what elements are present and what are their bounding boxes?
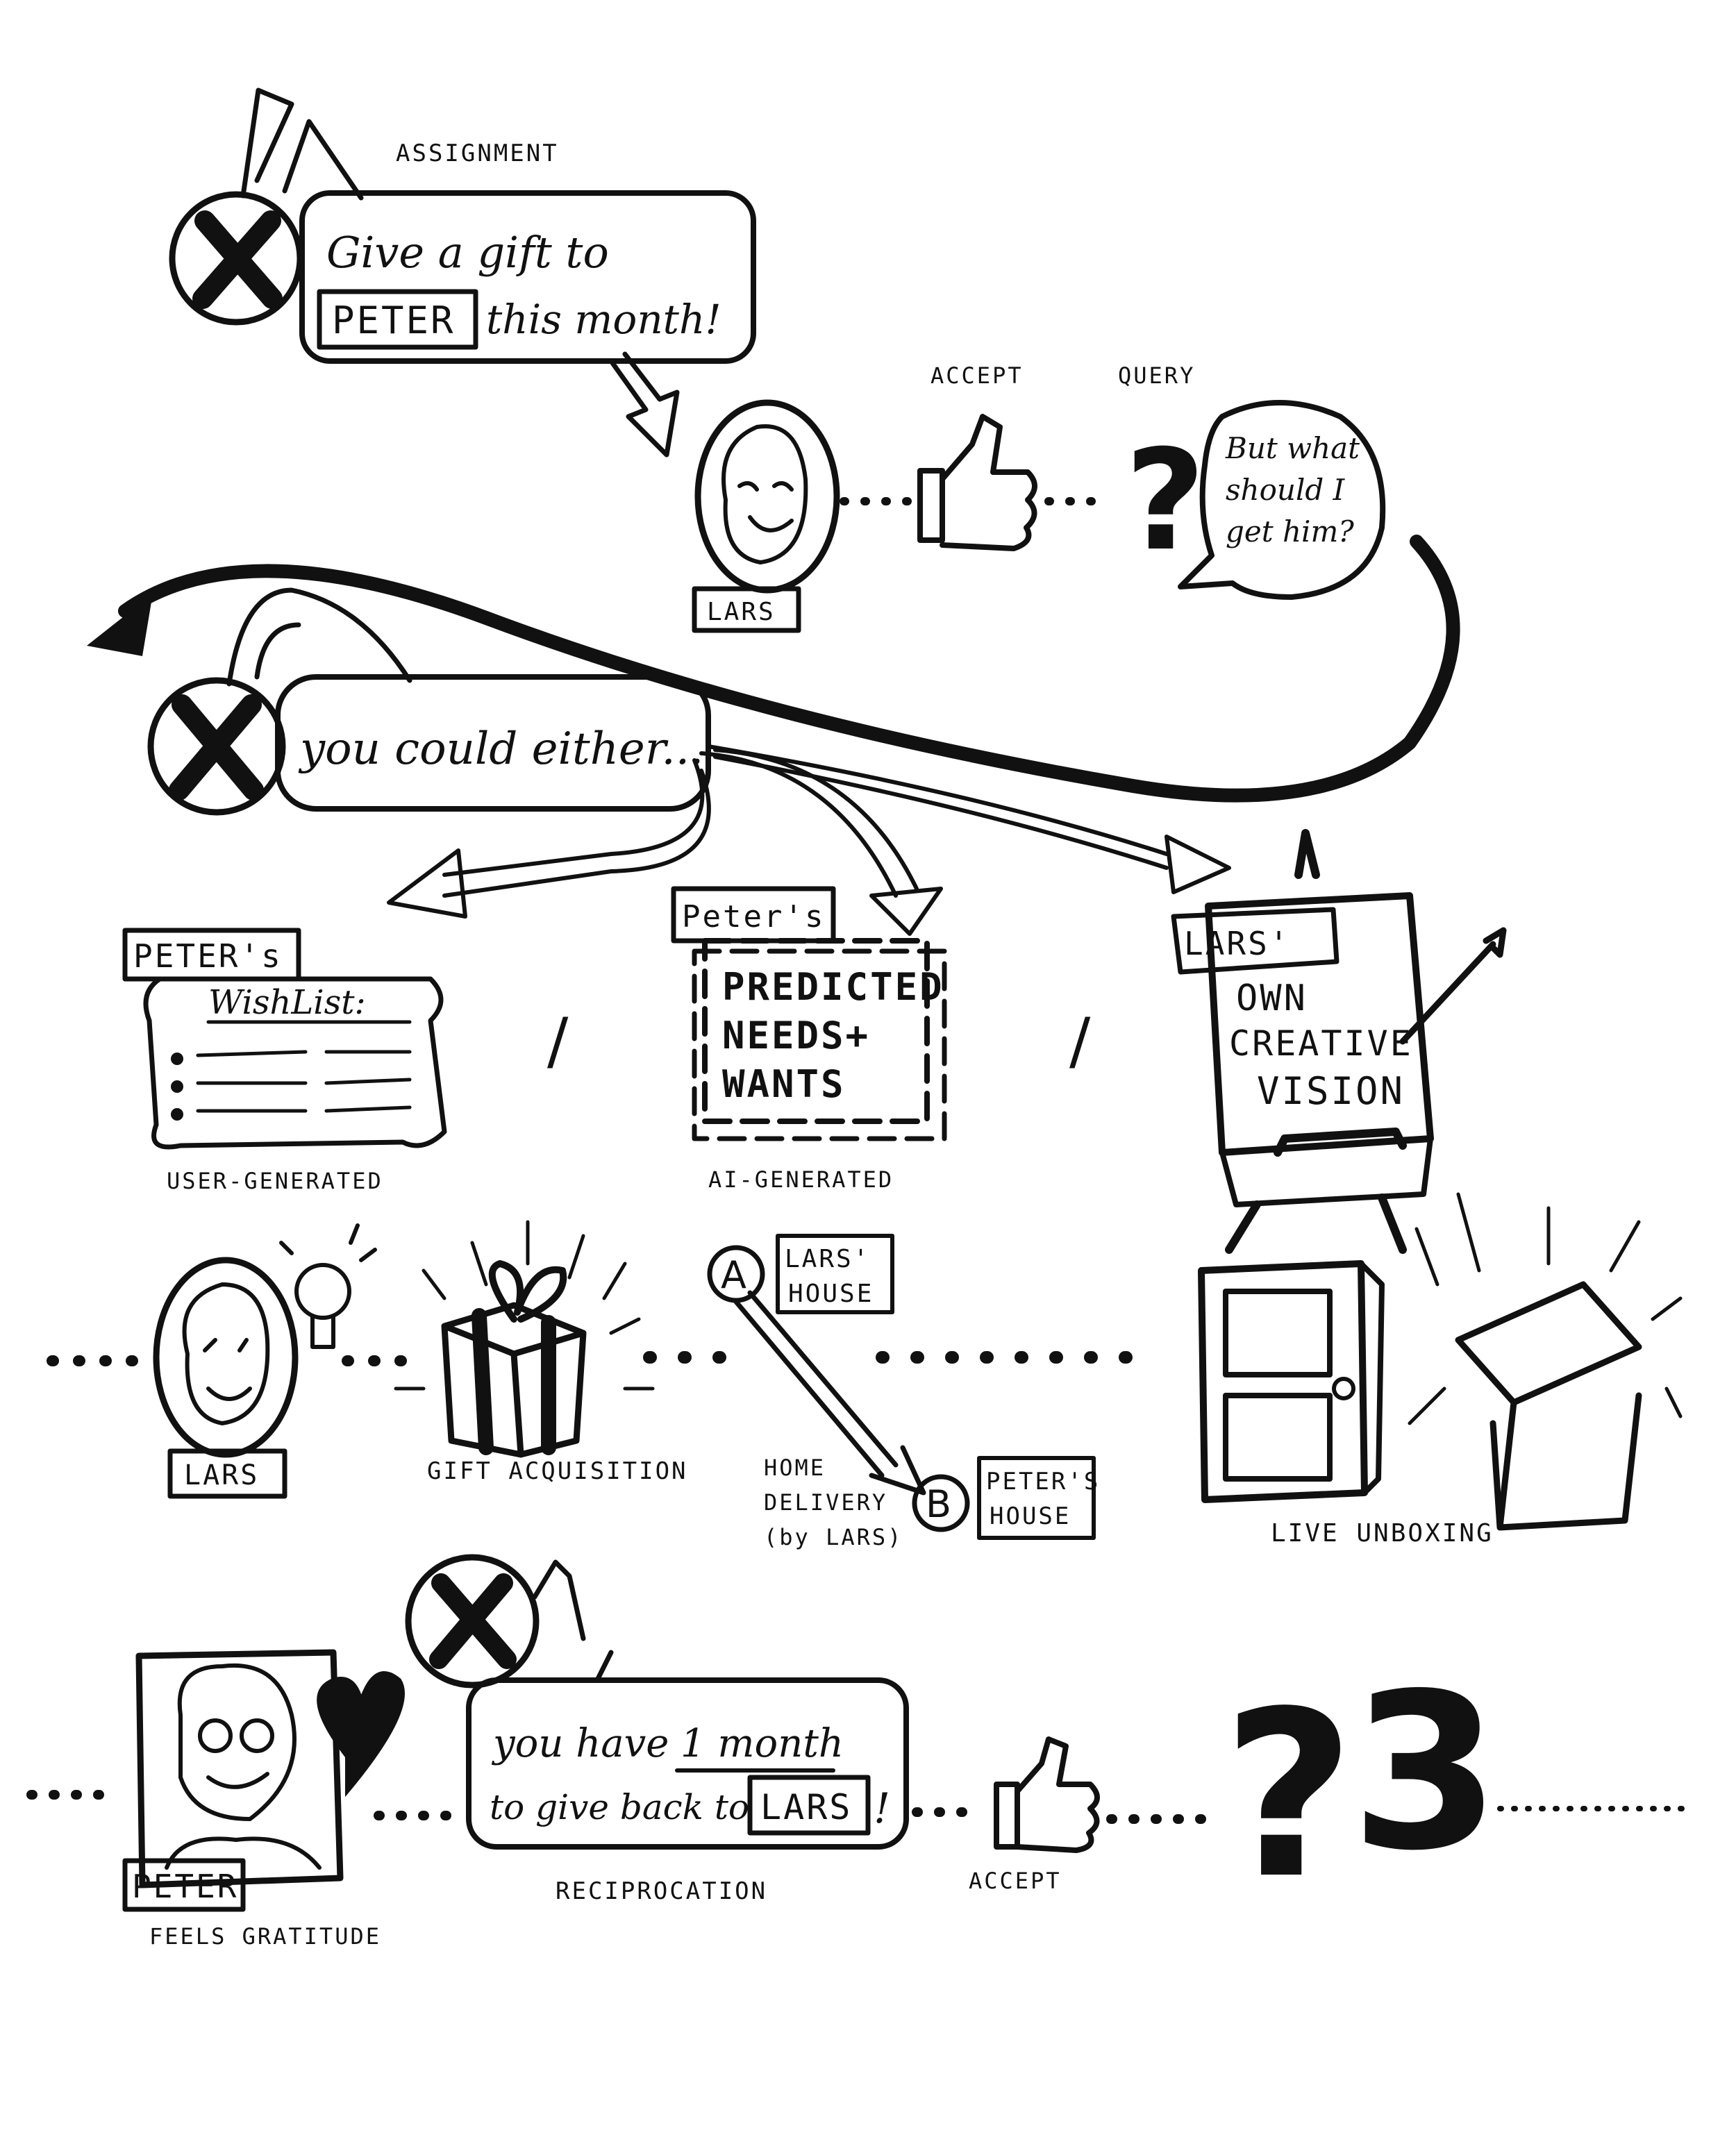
lars-name-top: LARS [707,598,776,626]
separator-1: / [547,1005,569,1078]
vision-line3: VISION [1257,1069,1405,1113]
peter-name: PETER [132,1868,238,1905]
house-b-line1: PETER'S [986,1468,1100,1496]
point-a: A [721,1253,746,1297]
recip-end: ! [874,1784,890,1833]
predicted-card: Peter's PREDICTED NEEDS+ WANTS [671,886,947,1141]
door-icon [1198,1260,1385,1503]
feels-caption: FEELS GRATITUDE [149,1923,381,1950]
assignment-bubble: Give a gift to PETER this month! [299,190,756,364]
peter-name-box [317,289,478,350]
speech-tail-3 [532,1559,614,1683]
lightbulb-icon [279,1223,377,1349]
house-a-line1: LARS' [785,1245,870,1273]
recip-line1-b: 1 month [681,1721,844,1766]
recip-name: LARS [760,1787,852,1827]
house-a-line2: HOUSE [788,1280,874,1308]
delivery-line3: (by LARS) [764,1524,903,1550]
options-bubble: you could either... [275,674,711,812]
wishlist-card: PETER's WishList: [122,928,447,1150]
x-avatar-1 [169,191,303,326]
gift-box-icon [394,1220,655,1458]
point-b: B [926,1482,951,1526]
assignment-line1: Give a gift to [326,227,609,278]
branch-arrowhead-mid [869,887,943,936]
query-line3: get him? [1226,514,1354,548]
accept-label-bottom: ACCEPT [969,1868,1062,1894]
peter-avatar: PETER [122,1649,344,1912]
gift-caption: GIFT ACQUISITION [427,1457,688,1485]
lars-avatar-mid: LARS [153,1257,299,1499]
big-question-mark: ? [1222,1662,1355,1929]
vision-line2: CREATIVE [1229,1023,1413,1064]
speech-tail-1 [240,87,364,201]
delivery-line1: HOME [764,1455,826,1481]
query-line2: should I [1226,473,1346,507]
branch-arrowhead-right [1165,835,1231,894]
query-line1: But what [1225,431,1360,465]
speech-tail-2 [226,587,412,687]
reciprocation-bubble: you have 1 month to give back to LARS ! [466,1677,909,1850]
lars-avatar-top: LARS [692,399,840,633]
x-avatar-2 [147,677,286,816]
arrow-to-lars [608,351,680,458]
query-label: QUERY [1118,362,1195,389]
heart-icon [317,1671,405,1798]
thumbs-up-icon-2 [994,1736,1100,1853]
wishlist-caption: USER-GENERATED [167,1168,383,1194]
separator-2: / [1069,1005,1091,1078]
unboxing-caption: LIVE UNBOXING [1271,1519,1494,1548]
reciprocation-caption: RECIPROCATION [556,1877,767,1905]
delivery-line2: DELIVERY [764,1489,887,1516]
loop-arrow [118,535,1460,803]
assignment-label: ASSIGNMENT [396,140,559,167]
x-avatar-3 [405,1554,540,1689]
assignment-line2: this month! [486,296,721,343]
vision-line1: OWN [1236,978,1308,1019]
big-number: 3 [1351,1648,1501,1898]
question-mark-icon: ? [1125,420,1205,582]
open-box-icon [1408,1192,1683,1531]
branch-arrowhead-left [387,848,467,919]
paintbrush-icon [1399,927,1507,1045]
predicted-tag: Peter's [682,899,825,935]
loop-arrowhead [87,594,153,656]
query-bubble: But what should I get him? [1178,400,1386,600]
wishlist-title: WishList: [208,983,366,1022]
assignment-name: PETER [332,299,456,342]
wishlist-tag: PETER's [133,937,283,975]
branch-arrow-right [706,744,1169,870]
options-message: you could either... [298,723,703,775]
predicted-caption: AI-GENERATED [708,1166,894,1193]
branch-arrow-left [442,758,711,898]
accept-label-top: ACCEPT [930,362,1024,389]
lars-name-mid: LARS [184,1459,259,1491]
house-b-line2: HOUSE [990,1502,1071,1530]
vision-tag: LARS' [1184,925,1290,962]
recip-line2-a: to give back to [490,1787,749,1827]
recip-line1-a: you have [491,1721,669,1766]
predicted-line1: PREDICTED [722,965,944,1009]
thumbs-up-icon [917,414,1037,551]
branch-arrow-mid [699,748,919,898]
easel-card: LARS' OWN CREATIVE VISION [1171,829,1507,1254]
predicted-line2: NEEDS+ [722,1014,870,1057]
delivery-route: A LARS' HOUSE B PETER'S HOUSE [707,1234,1100,1540]
predicted-line3: WANTS [722,1062,846,1106]
